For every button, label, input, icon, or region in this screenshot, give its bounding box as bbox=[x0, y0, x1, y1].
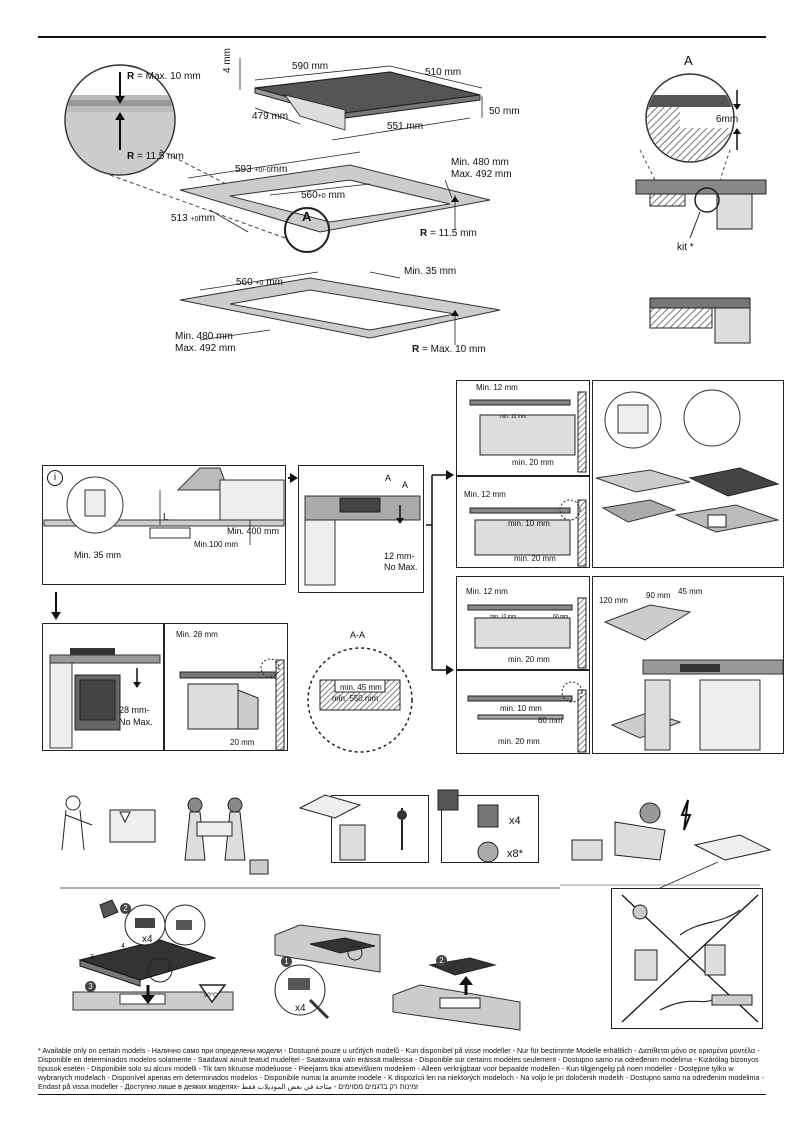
mount-step-3: 3 bbox=[85, 981, 96, 992]
cutout-point-A: A bbox=[302, 209, 312, 224]
r4-60: 60 mm bbox=[538, 716, 563, 725]
cutout-560: 560+0 mm bbox=[301, 190, 346, 201]
radius-max10b-label: R = Max. 10 mm bbox=[412, 344, 486, 355]
remove-x4: x4 bbox=[295, 1003, 306, 1014]
min100: Min.100 mm bbox=[194, 540, 239, 549]
mounting-diagram bbox=[72, 894, 759, 1031]
cut-45: 45 mm bbox=[678, 587, 703, 596]
worktop-A1: A bbox=[385, 473, 392, 483]
hardware-x4: x4 bbox=[509, 815, 521, 827]
cutout-min480: Min. 480 mm bbox=[451, 157, 509, 168]
r2-min20: min. 20 mm bbox=[514, 554, 556, 563]
cutout-max492: Max. 492 mm bbox=[451, 169, 512, 180]
footnote: * Available only on certain models - Нал… bbox=[38, 1046, 764, 1091]
detail-a-kit: kit * bbox=[677, 242, 694, 253]
installation-diagram bbox=[43, 467, 454, 753]
worktop-A2: A bbox=[402, 480, 409, 490]
top-rule bbox=[38, 36, 766, 38]
dim-551: 551 mm bbox=[387, 121, 424, 132]
label-L: L bbox=[163, 512, 169, 523]
r2-min10: min. 10 mm bbox=[508, 519, 550, 528]
r1-min20: min. 20 mm bbox=[512, 458, 554, 467]
mount-x4: x4 bbox=[142, 934, 153, 945]
cut-120: 120 mm bbox=[599, 596, 628, 605]
radius-max10-label: R = Max. 10 mm bbox=[127, 71, 201, 82]
mount-1: 1 bbox=[167, 966, 171, 973]
dim-590: 590 mm bbox=[292, 61, 329, 72]
cutout2-min480: Min. 480 mm bbox=[175, 331, 233, 342]
r4-min20: min. 20 mm bbox=[498, 737, 540, 746]
cutout-diagram bbox=[64, 58, 767, 345]
oven-nomax: No Max. bbox=[119, 717, 153, 727]
dim-50: 50 mm bbox=[489, 106, 520, 117]
r3-min12: Min. 12 mm bbox=[466, 587, 508, 596]
detail-a-6mm: 6mm bbox=[716, 114, 739, 125]
mount-4: 4 bbox=[121, 943, 125, 950]
worktop-nomax: No Max. bbox=[384, 562, 418, 572]
dim-479: 479 mm bbox=[252, 111, 289, 122]
r1-min12: Min. 12 mm bbox=[476, 383, 518, 392]
mount-3: 3 bbox=[90, 954, 94, 961]
aa-min550: min. 550 mm bbox=[332, 694, 379, 703]
info-icon: i bbox=[47, 470, 63, 486]
r3-60: 60 mm bbox=[553, 614, 569, 620]
oven-20mm: 20 mm bbox=[230, 738, 255, 747]
min35: Min. 35 mm bbox=[74, 550, 122, 560]
min400: Min. 400 mm bbox=[227, 526, 280, 536]
remove-step-1: 1 bbox=[281, 956, 292, 967]
r4-min10: min. 10 mm bbox=[500, 704, 542, 713]
detail-a-letter: A bbox=[684, 53, 693, 68]
r1-min10: min. 10 mm bbox=[500, 414, 527, 420]
cutout-593: 593 +0/-0mm bbox=[235, 164, 288, 175]
r2-min12: Min. 12 mm bbox=[464, 490, 506, 499]
dim-510: 510 mm bbox=[425, 67, 462, 78]
mount-temp: 90°C bbox=[204, 993, 218, 999]
radius-115b-label: R = 11.5 mm bbox=[420, 228, 477, 239]
oven-28mm: 28 mm- bbox=[119, 705, 150, 715]
cutout2-max492: Max. 492 mm bbox=[175, 343, 236, 354]
cut-90: 90 mm bbox=[646, 591, 671, 600]
panel-right-4 bbox=[456, 670, 590, 754]
remove-step-2: 2 bbox=[436, 955, 447, 966]
tools-diagram bbox=[60, 789, 772, 889]
oven-min28: Min. 28 mm bbox=[176, 630, 218, 639]
clearance-diagrams bbox=[467, 389, 784, 753]
mount-step-2: 2 bbox=[120, 903, 131, 914]
aa-min45: min. 45 mm bbox=[340, 683, 382, 692]
r3-min10: min. 10 mm bbox=[490, 614, 517, 620]
worktop-12mm: 12 mm- bbox=[384, 551, 415, 561]
radius-115-label: R = 11.5 mm bbox=[127, 151, 184, 162]
cutout-513: 513 +0mm bbox=[171, 213, 216, 224]
bottom-rule bbox=[38, 1094, 766, 1095]
hardware-x8: x8* bbox=[507, 848, 523, 860]
cutout2-min35: Min. 35 mm bbox=[404, 266, 457, 277]
cutout2-560: 560 +0 mm bbox=[236, 277, 283, 288]
aa-title: A-A bbox=[350, 630, 366, 640]
r3-min20: min. 20 mm bbox=[508, 655, 550, 664]
